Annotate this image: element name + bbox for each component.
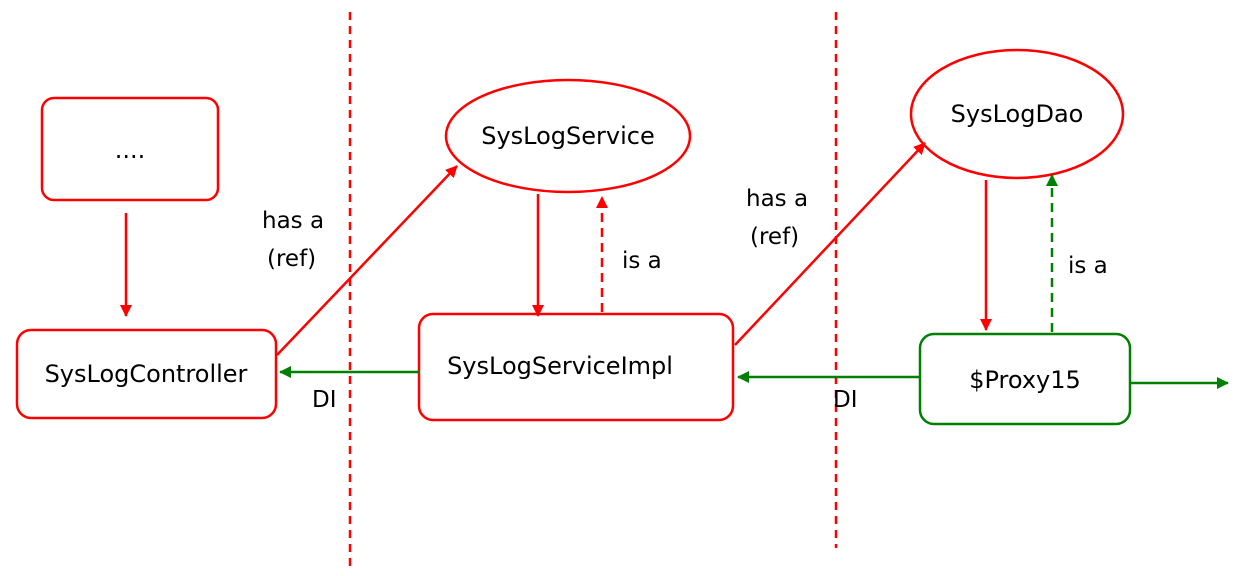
edge-label-has-a-2: has a [746,186,808,212]
edge-label-ref-2: (ref) [750,224,799,250]
edge-label-ref-1: (ref) [267,246,316,272]
node-syslogserviceimpl: SysLogServiceImpl [417,312,735,422]
node-syslogdao: SysLogDao [909,48,1125,180]
edge-label-di-1: DI [312,387,337,413]
edge-label-di-2: DI [833,387,858,413]
node-syslogservice: SysLogService [444,78,692,194]
node-syslogservice-label: SysLogService [481,122,655,150]
edge-label-is-a-2: is a [1068,253,1108,279]
edge-label-is-a-1: is a [622,248,662,274]
node-syslogcontroller-label: SysLogController [45,360,248,388]
node-proxy15-label: $Proxy15 [969,366,1081,394]
edge-controller-has-a-service [276,165,458,356]
node-syslogdao-label: SysLogDao [951,100,1084,128]
node-syslogcontroller: SysLogController [15,328,278,420]
node-proxy15: $Proxy15 [918,332,1132,426]
node-placeholder: .... [40,96,220,202]
node-syslogserviceimpl-label: SysLogServiceImpl [447,352,673,380]
edge-label-has-a-1: has a [262,208,324,234]
node-placeholder-label: .... [115,136,146,164]
edge-impl-has-a-dao [734,142,926,346]
